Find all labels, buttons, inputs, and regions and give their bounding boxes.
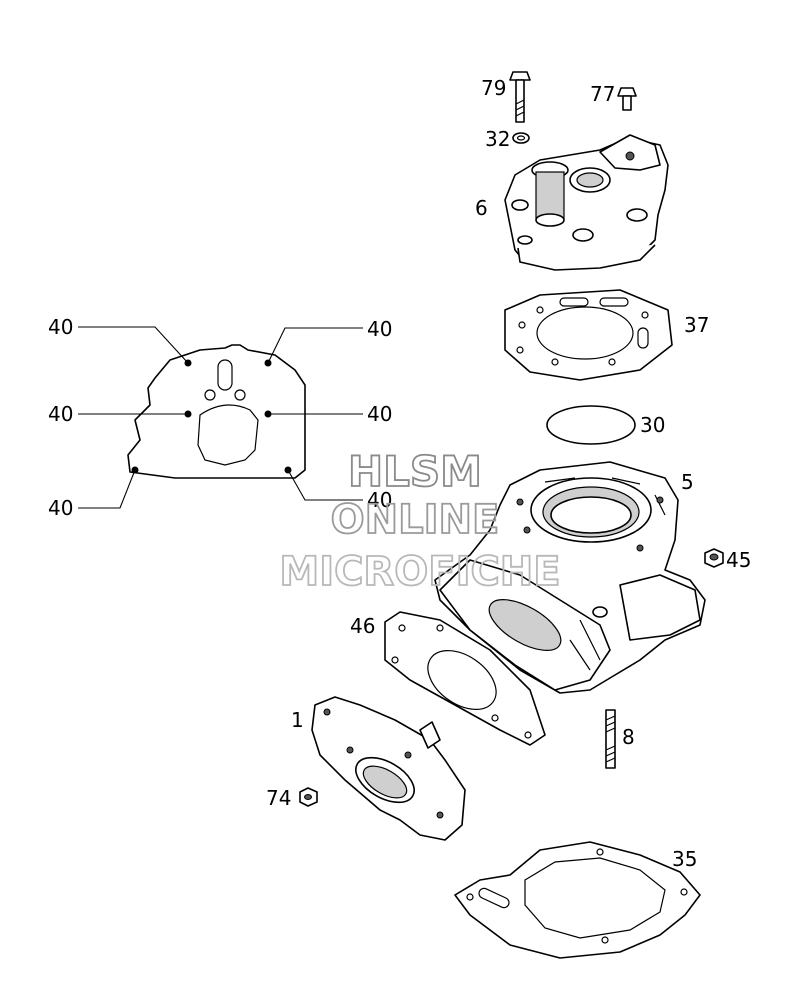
watermark: HLSM ONLINE MICROFICHE	[278, 446, 561, 596]
callout-77: 77	[590, 82, 615, 106]
part-30-o-ring[interactable]	[546, 405, 636, 445]
watermark-line-2: ONLINE	[331, 497, 500, 543]
part-77-bolt[interactable]	[617, 87, 637, 111]
watermark-line-3: MICROFICHE	[279, 549, 560, 595]
part-37-head-gasket[interactable]	[504, 289, 673, 381]
watermark-line-1: HLSM	[348, 447, 482, 496]
part-79-bolt[interactable]	[509, 71, 531, 123]
callout-79: 79	[481, 76, 506, 100]
part-32-washer[interactable]	[512, 132, 530, 144]
callout-1: 1	[291, 708, 304, 732]
callout-40-top-right: 40	[367, 317, 392, 341]
gasket-leader-lines	[78, 326, 363, 509]
part-8-stud[interactable]	[605, 709, 616, 769]
callout-35: 35	[672, 847, 697, 871]
part-6-cylinder-head[interactable]	[504, 134, 669, 271]
callout-45: 45	[726, 548, 751, 572]
part-46-exhaust-gasket[interactable]	[384, 611, 546, 746]
part-45-nut[interactable]	[704, 548, 724, 568]
callout-8: 8	[622, 725, 635, 749]
part-35-base-gasket[interactable]	[454, 841, 701, 959]
callout-40-mid-left: 40	[48, 402, 73, 426]
part-5-cylinder[interactable]	[434, 461, 706, 694]
callout-5: 5	[681, 470, 694, 494]
callout-37: 37	[684, 313, 709, 337]
callout-40-bottom-right: 40	[367, 488, 392, 512]
callout-32: 32	[485, 127, 510, 151]
callout-6: 6	[475, 196, 488, 220]
callout-46: 46	[350, 614, 375, 638]
callout-30: 30	[640, 413, 665, 437]
callout-40-bottom-left: 40	[48, 496, 73, 520]
callout-74: 74	[266, 786, 291, 810]
callout-40-mid-right: 40	[367, 402, 392, 426]
part-40-gasket-plate[interactable]	[127, 344, 306, 479]
part-74-nut[interactable]	[299, 787, 318, 807]
callout-40-top-left: 40	[48, 315, 73, 339]
part-1-intake-flange[interactable]	[311, 696, 466, 841]
